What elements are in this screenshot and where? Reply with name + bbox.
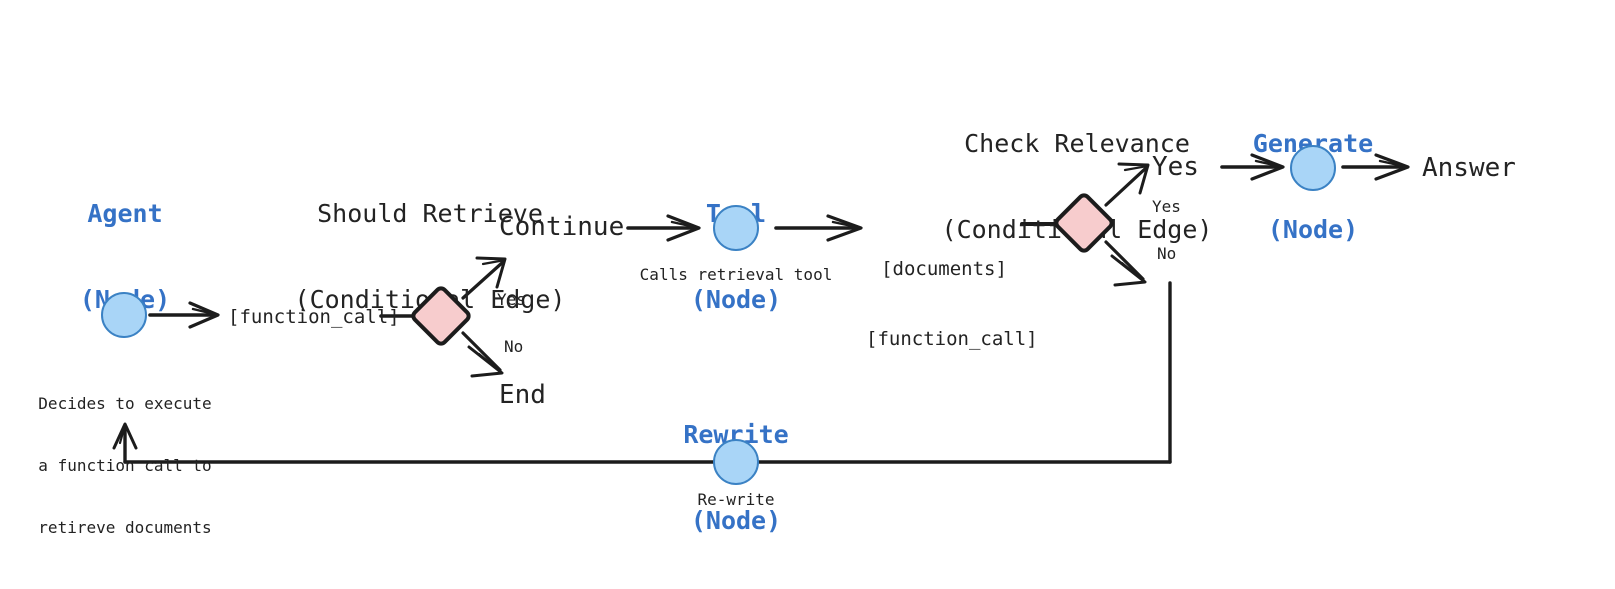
node-tool[interactable] [713,205,759,251]
flow-label-continue: Continue [499,212,625,242]
node-caption-agent-line3: retireve documents [38,518,212,538]
branch-label-yes-should-retrieve: Yes [497,290,526,309]
node-caption-tool: Calls retrieval tool [639,265,833,284]
node-title-tool: Tool (Node) [666,142,806,372]
node-caption-agent: Decides to execute a function call to re… [15,352,235,581]
node-caption-rewrite: Re-write [697,490,775,509]
branch-label-yes-check-relevance: Yes [1152,197,1181,216]
terminal-answer: Answer [1422,153,1516,183]
edge-input-label-documents: [documents] [function_call] [866,212,1038,397]
edge-input-label-documents-line2: [function_call] [866,327,1038,350]
node-title-rewrite-line2: (Node) [690,505,782,535]
node-title-agent-line1: Agent [87,198,163,228]
flow-label-yes-to-generate: Yes [1152,152,1199,182]
node-agent[interactable] [101,292,147,338]
terminal-end: End [499,380,546,410]
branch-label-no-check-relevance: No [1157,244,1177,263]
edge-title-check-relevance-line1: Check Relevance [964,128,1190,158]
edge-input-label-function-call: [function_call] [228,306,400,328]
edge-input-label-documents-line1: [documents] [881,258,1007,281]
edge-title-should-retrieve: Should Retrieve (Conditional Edge) [275,142,585,372]
node-caption-agent-line1: Decides to execute [38,393,212,413]
node-caption-agent-line2: a function call to [38,455,212,475]
node-rewrite[interactable] [713,439,759,485]
node-generate[interactable] [1290,145,1336,191]
node-title-tool-line2: (Node) [690,284,782,314]
node-title-generate-line2: (Node) [1267,214,1359,244]
branch-label-no-should-retrieve: No [504,337,524,356]
edge-title-should-retrieve-line1: Should Retrieve [317,198,543,228]
